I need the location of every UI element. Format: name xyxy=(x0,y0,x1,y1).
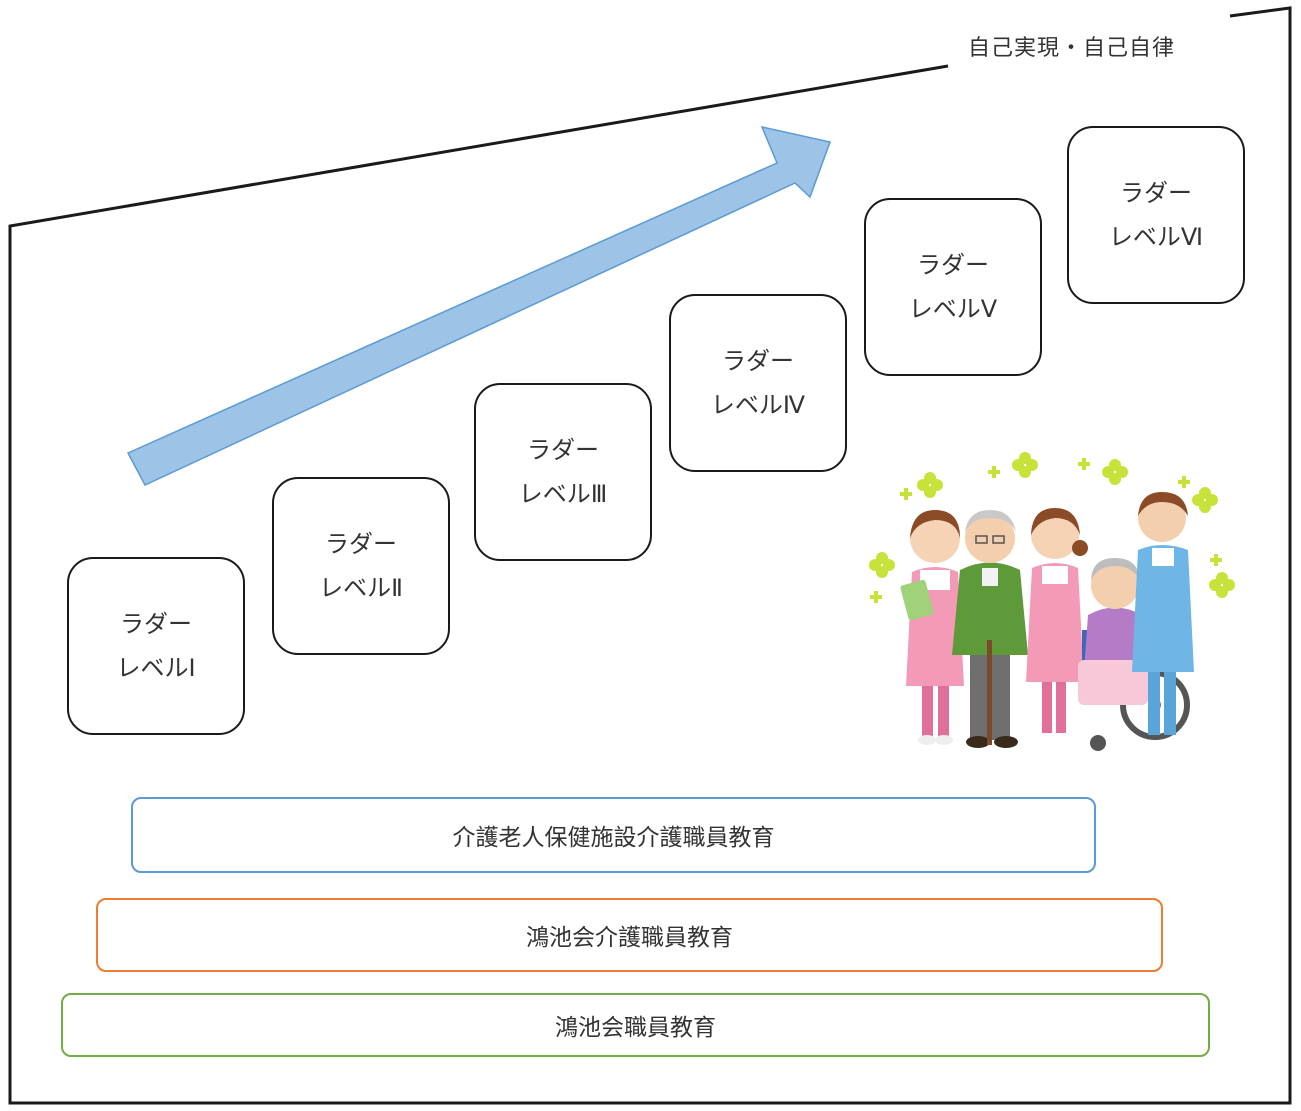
ladder-level: レベルⅥ xyxy=(1108,223,1204,251)
caregiver-right xyxy=(1132,492,1194,735)
ladder-level: レベルⅤ xyxy=(908,295,998,323)
nurse-middle xyxy=(1026,508,1088,733)
education-bar-all-staff: 鴻池会職員教育 xyxy=(61,993,1210,1057)
ladder-title: ラダー xyxy=(527,436,599,464)
education-bar-facility: 介護老人保健施設介護職員教育 xyxy=(131,797,1096,873)
ladder-level-3: ラダー レベルⅢ xyxy=(474,383,652,561)
growth-arrow xyxy=(126,125,831,486)
ladder-level: レベルⅠ xyxy=(116,654,196,682)
ladder-level-5: ラダー レベルⅤ xyxy=(864,198,1042,376)
frame-border xyxy=(8,6,1292,1105)
ladder-level: レベルⅡ xyxy=(319,574,403,602)
ladder-title: ラダー xyxy=(722,347,794,375)
education-bar-label: 鴻池会職員教育 xyxy=(555,1015,716,1041)
education-bar-label: 鴻池会介護職員教育 xyxy=(526,925,733,951)
ladder-level-2: ラダー レベルⅡ xyxy=(272,477,450,655)
clover-decorations xyxy=(869,452,1235,603)
goal-label: 自己実現・自己自律 xyxy=(968,36,1176,61)
ladder-level-4: ラダー レベルⅣ xyxy=(669,294,847,472)
care-staff-and-elderly-illustration xyxy=(869,452,1235,751)
education-bar-care-staff: 鴻池会介護職員教育 xyxy=(96,898,1163,972)
ladder-title: ラダー xyxy=(325,530,397,558)
ladder-title: ラダー xyxy=(1120,179,1192,207)
elderly-woman-wheelchair xyxy=(1078,558,1190,751)
ladder-level: レベルⅢ xyxy=(518,480,608,508)
ladder-title: ラダー xyxy=(120,610,192,638)
ladder-level: レベルⅣ xyxy=(710,391,806,419)
education-bar-label: 介護老人保健施設介護職員教育 xyxy=(452,825,775,851)
elderly-man xyxy=(952,510,1028,748)
ladder-title: ラダー xyxy=(917,251,989,279)
ladder-level-6: ラダー レベルⅥ xyxy=(1067,126,1245,304)
nurse-left xyxy=(900,510,964,745)
ladder-level-1: ラダー レベルⅠ xyxy=(67,557,245,735)
